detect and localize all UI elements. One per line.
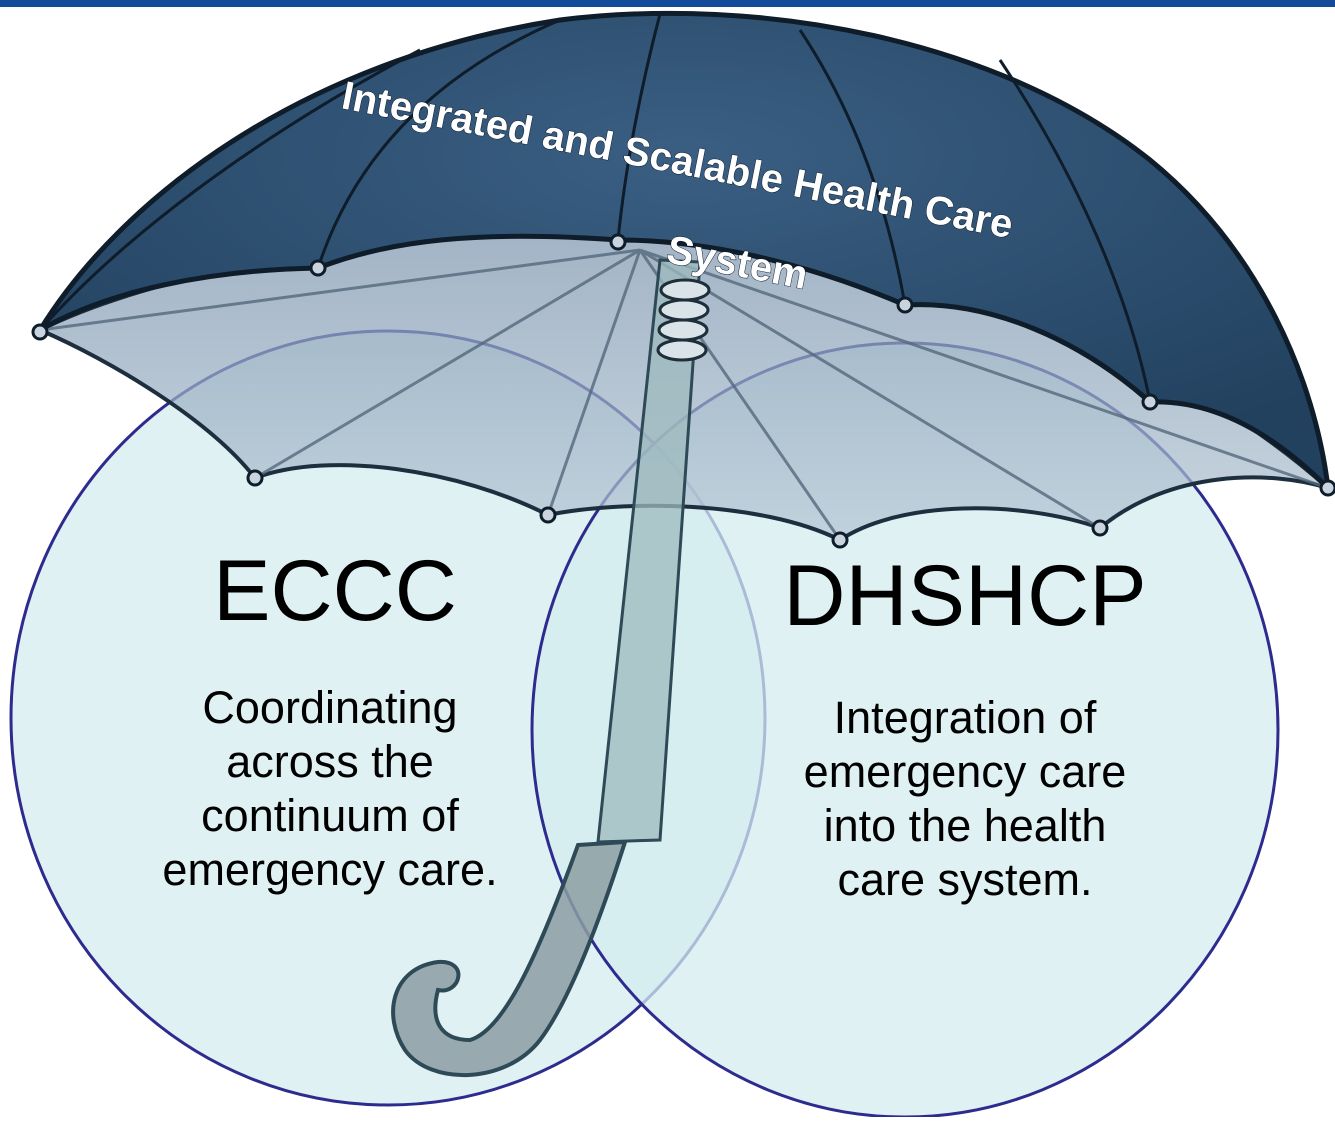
- eccc-line-3: continuum of: [201, 790, 459, 841]
- eccc-line-4: emergency care.: [162, 844, 497, 895]
- dhshcp-line-2: emergency care: [804, 746, 1127, 797]
- umbrella-handle: [391, 839, 628, 1077]
- umbrella-shaft: [596, 258, 702, 844]
- eccc-title: ECCC: [213, 543, 457, 639]
- eccc-line-2: across the: [226, 736, 434, 787]
- umbrella-spring: [656, 278, 711, 362]
- dhshcp-title: DHSHCP: [783, 548, 1146, 644]
- dhshcp-line-3: into the health: [824, 800, 1107, 851]
- venn-circles: [9, 329, 1280, 1119]
- canopy-ribs: [39, 248, 1329, 541]
- top-accent-bar: [0, 0, 1335, 7]
- dhshcp-line-4: care system.: [837, 854, 1092, 905]
- canopy-seams: [38, 13, 1152, 403]
- dhshcp-line-1: Integration of: [834, 692, 1097, 743]
- umbrella-icon: [31, 10, 1335, 1077]
- canopy-top: [37, 10, 1332, 495]
- eccc-line-1: Coordinating: [202, 682, 457, 733]
- rib-tips: [31, 233, 1335, 549]
